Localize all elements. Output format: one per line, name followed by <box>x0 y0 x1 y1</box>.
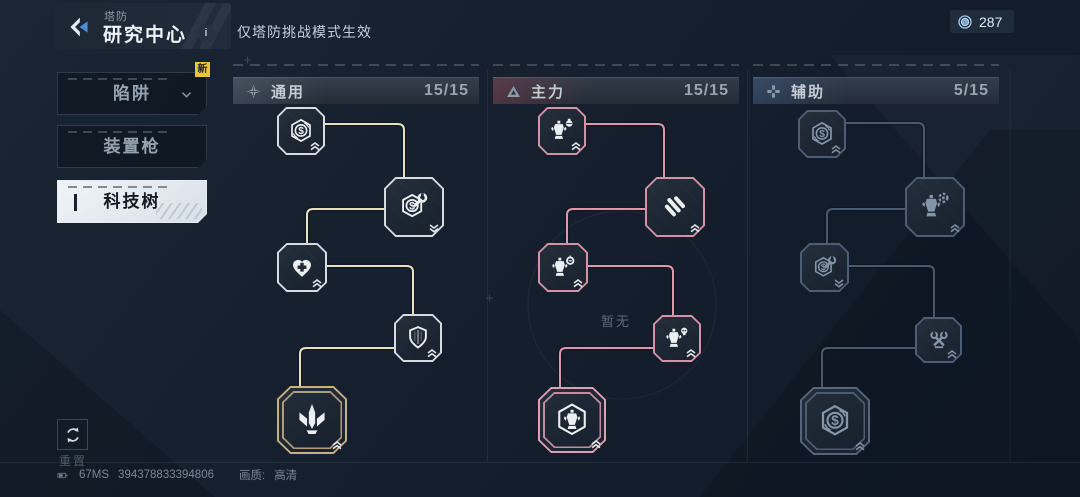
rank-chevrons-icon <box>571 142 581 151</box>
money-icon <box>809 120 836 147</box>
refresh-icon <box>63 425 83 445</box>
page-category: 塔防 <box>104 11 128 23</box>
rank-chevrons-icon <box>591 440 601 449</box>
money-icon <box>817 402 853 438</box>
rank-chevrons-icon <box>690 224 700 233</box>
general-node-heart-cross[interactable] <box>277 243 327 292</box>
support-node-money[interactable] <box>800 387 870 455</box>
decor-dashes <box>753 64 999 66</box>
turret-gear-icon <box>919 190 951 222</box>
shield-icon <box>405 324 432 351</box>
support-node-money-wrench[interactable] <box>800 243 849 292</box>
reset-label: 重置 <box>58 454 87 468</box>
footer-divider <box>0 462 1080 463</box>
main-node-turret-grenade[interactable] <box>538 107 586 155</box>
column-header-main: 主力 15/15 <box>493 77 739 104</box>
sidebar-item-label: 装置枪 <box>103 137 161 156</box>
main-node-turret-bomb[interactable] <box>538 243 588 292</box>
currency-display[interactable]: 287 <box>950 10 1014 33</box>
sidebar-item-label: 科技树 <box>103 192 161 211</box>
sidebar-item-device-gun[interactable]: 装置枪 <box>57 125 207 168</box>
rank-chevrons-icon <box>855 442 865 451</box>
column-divider <box>747 70 748 462</box>
tower-emblem-icon <box>294 401 330 437</box>
turret-frame-icon <box>554 401 590 437</box>
heart-cross-icon <box>289 253 316 280</box>
rank-chevrons-icon <box>947 350 957 359</box>
column-count: 5/15 <box>953 82 989 99</box>
battery-icon <box>55 470 70 481</box>
new-badge: 新 <box>195 62 210 77</box>
quality-value: 高清 <box>274 470 298 482</box>
main-node-turret-frame[interactable] <box>538 387 606 453</box>
bullets-icon <box>659 190 691 222</box>
column-label: 主力 <box>531 83 566 101</box>
money-icon <box>288 117 315 144</box>
column-label: 通用 <box>271 83 306 101</box>
rank-chevrons-icon <box>686 349 696 358</box>
button-decor <box>156 203 202 219</box>
reset-button[interactable] <box>57 419 88 450</box>
rank-chevrons-icon <box>310 142 320 151</box>
rank-chevrons-icon <box>950 224 960 233</box>
rank-chevrons-icon <box>332 441 342 450</box>
money-wrench-icon <box>811 253 838 280</box>
general-node-money-wrench[interactable] <box>384 177 444 237</box>
empty-hint: 暂无 <box>601 314 632 329</box>
status-bar: 67MS 394378833394806 画质: 高清 <box>55 467 297 483</box>
turret-grenade-icon <box>549 117 576 144</box>
column-count: 15/15 <box>683 82 729 99</box>
session-id: 394378833394806 <box>118 469 214 481</box>
info-button[interactable]: i <box>196 25 216 42</box>
mode-note: 仅塔防挑战模式生效 <box>237 24 372 40</box>
sidebar-item-traps[interactable]: 陷阱 <box>57 72 207 115</box>
selected-marker <box>74 194 77 211</box>
column-label: 辅助 <box>791 83 826 101</box>
rank-chevrons-icon <box>312 279 322 288</box>
column-header-general: 通用 15/15 <box>233 77 479 104</box>
main-node-bullets[interactable] <box>645 177 705 237</box>
rank-chevrons-icon <box>573 279 583 288</box>
support-node-money[interactable] <box>798 110 846 158</box>
page-title: 研究中心 <box>103 25 188 46</box>
node-background <box>278 108 324 154</box>
currency-value: 287 <box>979 13 1003 30</box>
column-divider <box>487 70 488 462</box>
general-node-shield[interactable] <box>394 314 442 362</box>
quality-label: 画质: <box>238 470 266 482</box>
support-node-wrenches[interactable] <box>915 317 962 363</box>
decor-dashes <box>233 64 479 66</box>
money-wrench-icon <box>398 190 430 222</box>
column-count: 15/15 <box>423 82 469 99</box>
rank-chevrons-icon <box>834 279 844 288</box>
general-node-money[interactable] <box>277 107 325 155</box>
sidebar-item-tech-tree[interactable]: 科技树 <box>57 180 207 223</box>
ping-value: 67MS <box>79 469 110 481</box>
rank-chevrons-icon <box>831 145 841 154</box>
node-background <box>916 318 961 362</box>
rank-chevrons-icon <box>429 224 439 233</box>
decor-dashes <box>493 64 739 66</box>
turret-bomb-icon <box>550 253 577 280</box>
column-header-support: 辅助 5/15 <box>753 77 999 104</box>
main-node-turret-skull[interactable] <box>653 315 701 362</box>
sidebar-item-label: 陷阱 <box>113 84 151 103</box>
rank-chevrons-icon <box>427 349 437 358</box>
general-node-tower-emblem[interactable] <box>277 386 347 454</box>
support-node-turret-gear[interactable] <box>905 177 965 237</box>
